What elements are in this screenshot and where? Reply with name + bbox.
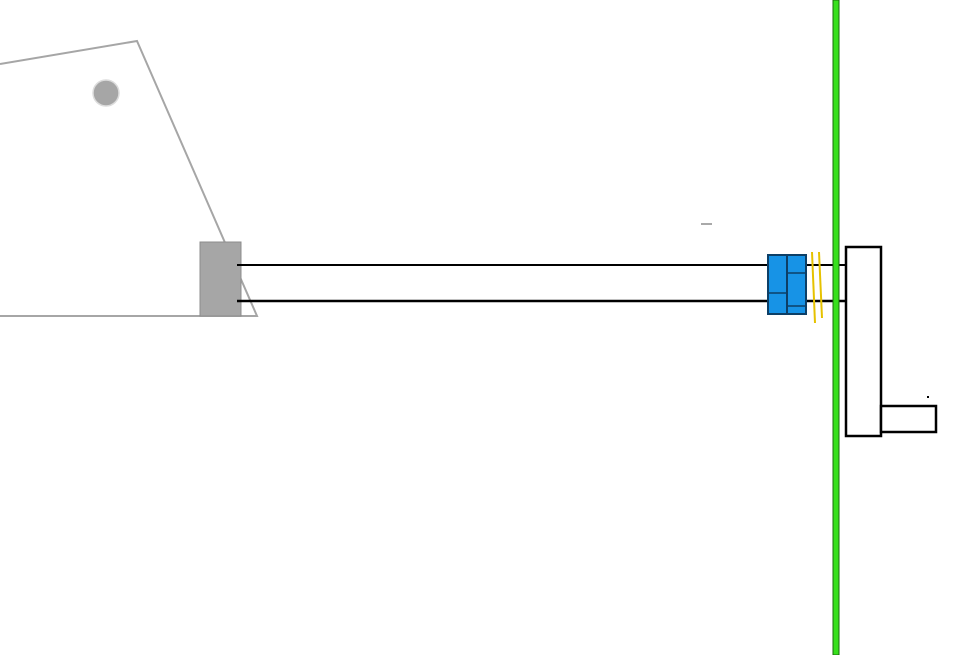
bracket-outline xyxy=(0,39,259,317)
washer-2 xyxy=(818,251,823,319)
stub-dot xyxy=(927,396,929,398)
end-plate xyxy=(844,245,883,438)
bulkhead-fitting xyxy=(767,254,807,315)
washer-1 xyxy=(811,251,816,324)
bracket-hole xyxy=(92,79,120,107)
washers xyxy=(811,251,823,324)
bracket-block xyxy=(199,241,242,317)
end-stub xyxy=(879,404,938,434)
mounting-bracket xyxy=(0,39,259,317)
end-assembly xyxy=(844,245,938,438)
green-wall xyxy=(832,0,840,655)
